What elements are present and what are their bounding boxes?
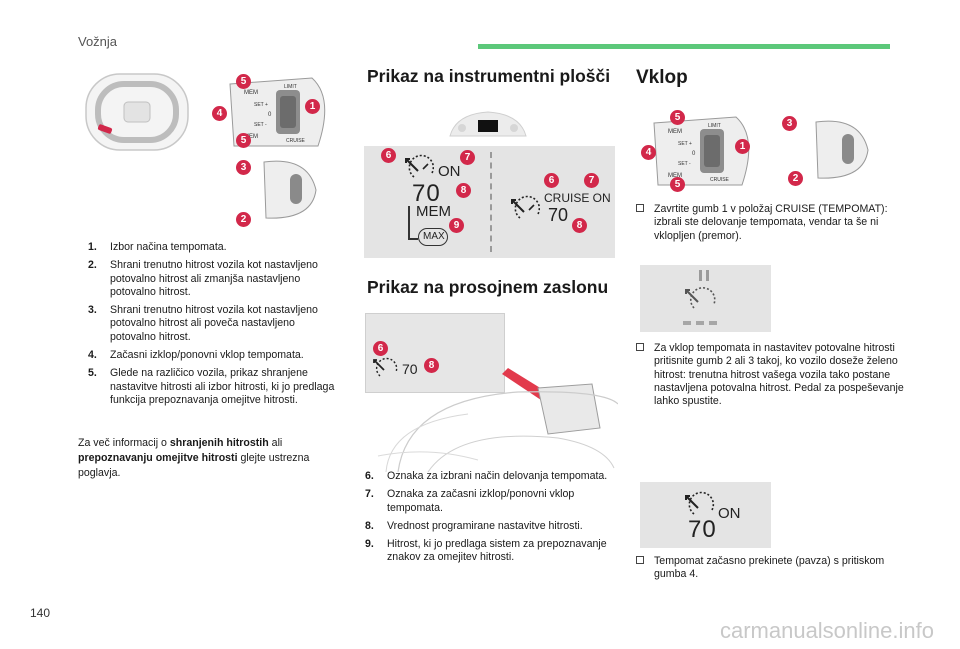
callout-badge: 7 — [584, 173, 599, 188]
list-item: 6.Oznaka za izbrani način delovanja temp… — [365, 470, 608, 482]
list-item: 7.Oznaka za začasni izklop/ponovni vklop… — [365, 488, 575, 514]
pause-bar-icon — [706, 270, 709, 281]
callout-badge: 4 — [212, 106, 227, 121]
stalk-limit-label: LIMIT — [284, 84, 297, 90]
cruise-gauge-icon — [405, 154, 434, 178]
callout-badge: 6 — [373, 341, 388, 356]
instrument-cluster-icon — [449, 111, 527, 137]
pause-bar-icon — [699, 270, 702, 281]
cruise-stalk-illustration: MEM LIMIT SET + 0 SET - MEM CRUISE — [229, 77, 326, 147]
callout-badge: 6 — [381, 148, 396, 163]
display-cruise-on-text: CRUISE ON — [544, 191, 611, 205]
stalk-set-plus-label-right: SET + — [678, 141, 692, 147]
active-gauge-icon — [685, 491, 715, 515]
max-speed-frame — [418, 228, 448, 246]
control-legend-list: 1.Izbor načina tempomata. 2.Shrani trenu… — [88, 241, 343, 412]
pause-display-panel — [640, 265, 771, 332]
stalk-set-plus-label: SET + — [254, 102, 268, 108]
callout-badge: 3 — [782, 116, 797, 131]
mem-max-bracket-foot — [408, 238, 418, 240]
more-info-note: Za več informacij o shranjenih hitrostih… — [78, 437, 310, 479]
page-number: 140 — [30, 606, 51, 620]
hud-gauge-icon — [373, 357, 398, 377]
active-on-text: ON — [718, 505, 741, 522]
callout-badge: 7 — [460, 150, 475, 165]
bullet-step-1: Zavrtite gumb 1 v položaj CRUISE (TEMPOM… — [636, 203, 916, 243]
checkbox-bullet-icon — [636, 343, 644, 351]
mem-max-bracket — [408, 206, 410, 238]
display-speed-text-2: 70 — [548, 205, 569, 225]
callout-badge: 2 — [788, 171, 803, 186]
callout-badge: 5 — [670, 110, 685, 125]
list-item: 5.Glede na različico vozila, prikaz shra… — [88, 367, 335, 406]
callout-badge: 8 — [572, 218, 587, 233]
stalk-set-minus-label: SET - — [254, 122, 267, 128]
stalk-side-view-illustration — [263, 160, 317, 219]
list-item: 4.Začasni izklop/ponovni vklop tempomata… — [88, 349, 304, 362]
hud-screen — [365, 313, 505, 393]
stalk-mem-label: MEM — [244, 90, 258, 96]
callout-badge: 3 — [236, 160, 251, 175]
dashboard-hud-illustration — [377, 368, 618, 472]
section-label: Vožnja — [78, 34, 118, 49]
checkbox-bullet-icon — [636, 204, 644, 212]
display-mem-text: MEM — [416, 203, 451, 220]
steering-wheel-icon — [85, 73, 189, 151]
list-item: 8.Vrednost programirane nastavitve hitro… — [365, 519, 583, 532]
stalk-side-view-illustration-right — [815, 120, 869, 179]
display-on-text: ON — [438, 163, 461, 180]
callout-badge: 5 — [236, 74, 251, 89]
checkbox-bullet-icon — [636, 556, 644, 564]
display-legend-list: 6.Oznaka za izbrani način delovanja temp… — [365, 470, 620, 570]
callout-badge: 5 — [670, 177, 685, 192]
panel-divider — [490, 152, 492, 252]
instrument-panel-title: Prikaz na instrumentni plošči — [367, 66, 611, 86]
callout-badge: 8 — [456, 183, 471, 198]
display-speed-text: 70 — [412, 180, 441, 207]
stalk-mem-label-right-2: MEM — [668, 173, 682, 179]
list-item: 1.Izbor načina tempomata. — [88, 241, 227, 253]
stalk-set-minus-label-right: SET - — [678, 161, 691, 167]
stalk-zero-label-right: 0 — [692, 151, 696, 157]
list-item: 9.Hitrost, ki jo predlaga sistem za prep… — [365, 538, 607, 564]
cruise-gauge-icon-2 — [511, 195, 540, 219]
callout-badge: 5 — [236, 133, 251, 148]
list-item: 2.Shrani trenutno hitrost vozila kot nas… — [88, 259, 318, 298]
stalk-zero-label: 0 — [268, 112, 272, 118]
stalk-limit-label-right: LIMIT — [708, 123, 721, 129]
watermark-text: carmanualsonline.info — [719, 618, 934, 643]
callout-badge: 6 — [544, 173, 559, 188]
bullet-step-2: Za vklop tempomata in nastavitev potoval… — [636, 342, 916, 408]
display-max-text: MAX — [423, 231, 445, 242]
stalk-mem-label-2: MEM — [244, 134, 258, 140]
stalk-cruise-label-right: CRUISE — [710, 177, 730, 183]
speed-placeholder-dashes — [683, 321, 717, 329]
callout-badge: 2 — [236, 212, 251, 227]
stalk-mem-label-right: MEM — [668, 129, 682, 135]
callout-badge: 8 — [424, 358, 439, 373]
callout-badge: 9 — [449, 218, 464, 233]
stalk-cruise-label: CRUISE — [286, 138, 306, 144]
section-accent-bar — [478, 44, 890, 49]
callout-badge: 4 — [641, 145, 656, 160]
cruise-stalk-illustration-right: MEM LIMIT SET + 0 SET - MEM CRUISE — [653, 116, 750, 186]
hud-speed-text: 70 — [402, 361, 418, 377]
bullet-step-3: Tempomat začasno prekinete (pavza) s pri… — [636, 555, 916, 582]
instrument-display-panel — [364, 146, 615, 258]
list-item: 3.Shrani trenutno hitrost vozila kot nas… — [88, 304, 318, 343]
activation-title: Vklop — [636, 67, 688, 88]
callout-badge: 1 — [305, 99, 320, 114]
active-speed-text: 70 — [688, 516, 717, 543]
callout-badge: 1 — [735, 139, 750, 154]
pause-gauge-icon — [685, 287, 716, 309]
head-up-display-title: Prikaz na prosojnem zaslonu — [367, 277, 609, 297]
